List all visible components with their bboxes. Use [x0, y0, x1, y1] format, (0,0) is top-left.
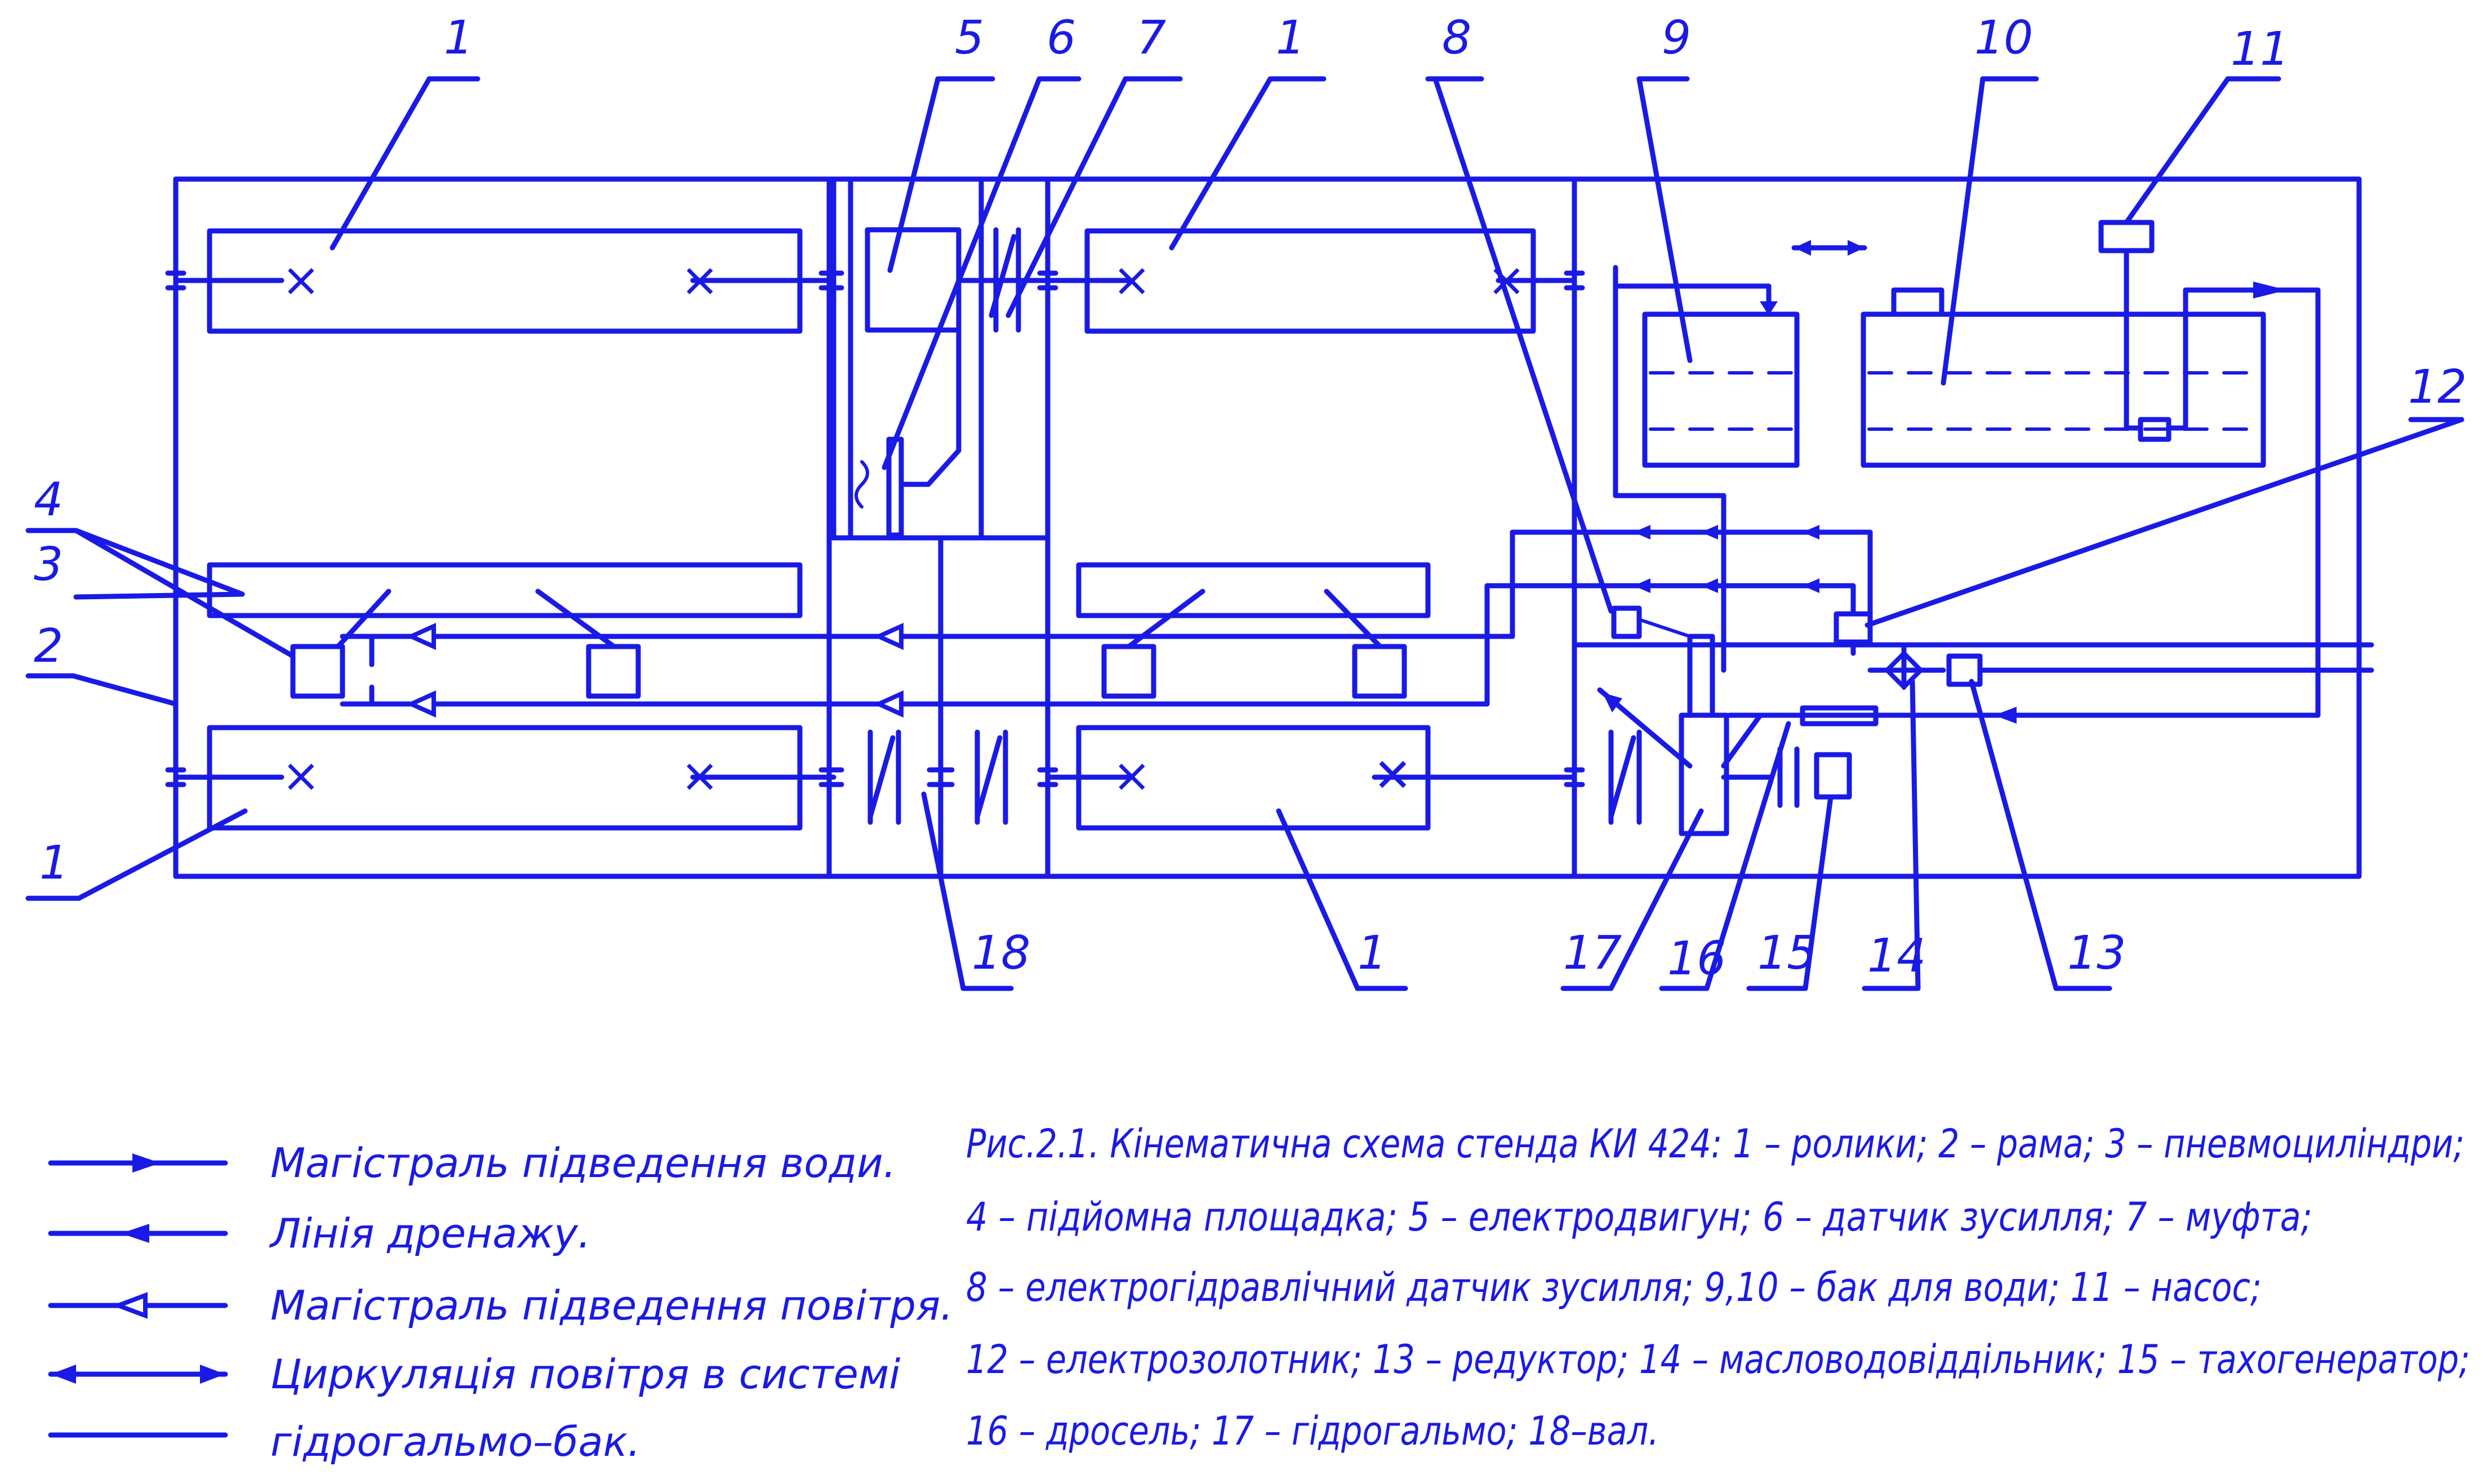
legend-brake-tank: гідрогальмо–бак.	[270, 1418, 640, 1465]
svg-text:×: ×	[282, 749, 321, 803]
caption-line-2: 4 – підйомна площадка; 5 – електродвигун…	[966, 1194, 2312, 1240]
label-16: 16	[1667, 932, 1726, 986]
electro-valve	[1572, 525, 2374, 656]
leader-lines	[25, 76, 2464, 991]
figure-caption: Рис.2.1. Кінематична схема стенда КИ 424…	[966, 1121, 2470, 1454]
svg-text:×: ×	[1113, 253, 1151, 307]
label-1-bottom-left: 1	[39, 836, 69, 890]
legend-air-circulation: Циркуляція повітря в системі	[270, 1351, 900, 1398]
lift-platform-right	[1076, 562, 1431, 618]
caption-line-5: 16 – дросель; 17 – гідрогальмо; 18–вал.	[966, 1408, 1659, 1454]
legend: Магістраль підведення води. Лінія дренаж…	[48, 1139, 953, 1465]
label-12: 12	[2408, 360, 2467, 414]
coupling-top	[978, 176, 1021, 541]
oil-water-separator	[1867, 642, 1946, 690]
label-1-top-right: 1	[1276, 11, 1305, 65]
label-10: 10	[1974, 11, 2033, 65]
tachogenerator	[1814, 752, 1852, 800]
frame	[173, 176, 2362, 879]
label-15: 15	[1757, 926, 1816, 980]
label-2: 2	[34, 620, 63, 673]
bearing-marks	[165, 270, 1585, 787]
label-17: 17	[1563, 926, 1622, 980]
label-14: 14	[1867, 929, 1926, 983]
number-labels: 1 1 5 6 7 8 9 10 11 12 4 3 2 1 1 18 17 1…	[34, 11, 2467, 986]
label-5: 5	[955, 11, 984, 65]
caption-line-3: 8 – електрогідравлічний датчик зусилля; …	[966, 1264, 2262, 1311]
pump	[1726, 220, 2321, 724]
hydraulic-brake	[1597, 687, 1774, 836]
label-3: 3	[34, 538, 63, 591]
legend-air-supply: Магістраль підведення повітря.	[270, 1282, 953, 1329]
caption-line-1: Рис.2.1. Кінематична схема стенда КИ 424…	[966, 1121, 2464, 1167]
label-13: 13	[2067, 926, 2126, 980]
svg-text:×: ×	[282, 253, 321, 307]
roller-top-right: × ×	[1045, 228, 1577, 334]
label-9: 9	[1662, 11, 1691, 65]
legend-drain-line: Лінія дренажу.	[269, 1210, 591, 1257]
label-1-top-left: 1	[444, 11, 473, 65]
label-11: 11	[2231, 23, 2289, 76]
label-1-bottom-right: 1	[1358, 926, 1387, 980]
label-4: 4	[34, 473, 63, 527]
caption-line-4: 12 – електрозолотник; 13 – редуктор; 14 …	[966, 1336, 2470, 1383]
shaft-couplings-bottom	[867, 729, 1642, 825]
roller-bottom-right: × ✕	[1045, 725, 1577, 831]
electrohydraulic-sensor	[1611, 605, 1715, 718]
reducer	[1946, 653, 2374, 687]
svg-text:✕: ✕	[1373, 749, 1412, 803]
legend-water-supply: Магістраль підведення води.	[270, 1139, 896, 1187]
label-8: 8	[1442, 11, 1471, 65]
label-18: 18	[972, 926, 1030, 980]
pneumatic-cylinders	[290, 589, 1407, 699]
roller-top-left: × ×	[173, 228, 836, 334]
svg-text:×: ×	[680, 749, 719, 803]
svg-text:×: ×	[1113, 749, 1151, 803]
label-7: 7	[1137, 11, 1166, 65]
force-sensor	[855, 327, 962, 538]
water-tanks	[1613, 240, 2266, 673]
roller-bottom-left: × ×	[173, 725, 836, 831]
svg-text:×: ×	[680, 253, 719, 307]
lift-platform-left	[207, 562, 803, 618]
label-6: 6	[1047, 11, 1076, 65]
